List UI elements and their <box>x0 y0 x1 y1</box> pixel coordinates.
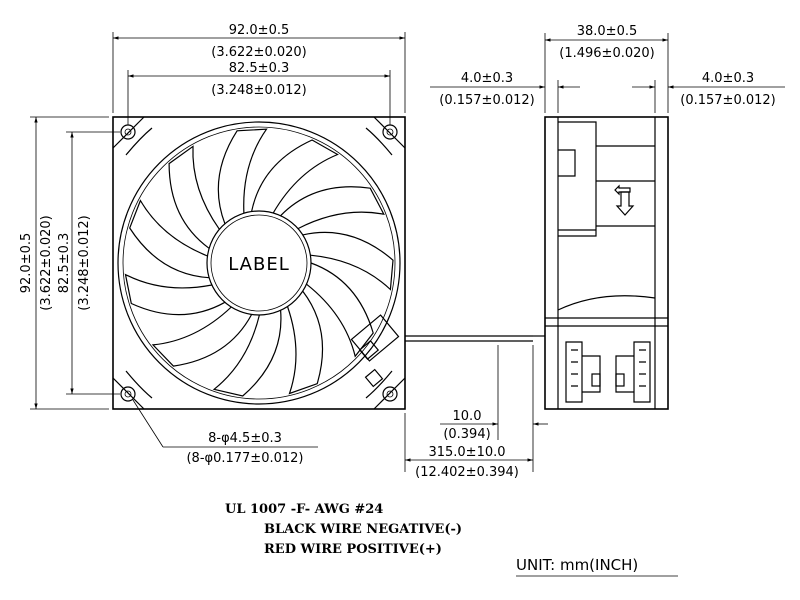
fan-blade <box>124 273 226 316</box>
svg-text:(3.622±0.020): (3.622±0.020) <box>39 215 54 310</box>
svg-text:92.0±0.5: 92.0±0.5 <box>229 23 290 38</box>
fan-blade <box>129 199 210 279</box>
fan-frame-outline <box>112 116 406 410</box>
svg-text:4.0±0.3: 4.0±0.3 <box>702 71 754 86</box>
fan-blade <box>212 310 282 397</box>
side-view: 38.0±0.5 (1.496±0.020) 4.0±0.3 (0.157±0.… <box>430 24 785 410</box>
fan-blades <box>124 128 394 397</box>
airflow-arrow-icon <box>614 184 635 216</box>
svg-text:(8-φ0.177±0.012): (8-φ0.177±0.012) <box>186 451 303 466</box>
wire-exit <box>350 314 545 388</box>
dim-hole-pitch: 82.5±0.3 (3.248±0.012) <box>127 61 391 125</box>
svg-text:315.0±10.0: 315.0±10.0 <box>428 445 505 460</box>
svg-text:(0.394): (0.394) <box>443 427 490 442</box>
fan-blade <box>302 231 394 291</box>
unit-note: UNIT: mm(INCH) <box>516 556 678 577</box>
fan-blade <box>168 145 220 249</box>
svg-text:4.0±0.3: 4.0±0.3 <box>461 71 513 86</box>
dim-height-total: 92.0±0.5 (3.622±0.020) <box>19 116 109 410</box>
svg-text:(1.496±0.020): (1.496±0.020) <box>559 46 654 61</box>
wire-notes: UL 1007 -F- AWG #24 BLACK WIRE NEGATIVE(… <box>225 502 462 557</box>
side-upper-recess <box>558 121 655 237</box>
svg-text:(12.402±0.394): (12.402±0.394) <box>415 465 519 480</box>
fan-blade <box>251 139 339 214</box>
svg-text:(3.622±0.020): (3.622±0.020) <box>211 45 306 60</box>
svg-text:8-φ4.5±0.3: 8-φ4.5±0.3 <box>208 431 282 446</box>
svg-text:38.0±0.5: 38.0±0.5 <box>577 24 638 39</box>
fan-blade <box>306 262 374 358</box>
side-outline <box>544 116 669 410</box>
fan-blade <box>286 290 324 395</box>
dim-hole-pitch-v: 82.5±0.3 (3.248±0.012) <box>57 131 120 395</box>
dim-holes-leader: 8-φ4.5±0.3 (8-φ0.177±0.012) <box>132 399 318 466</box>
svg-text:10.0: 10.0 <box>453 409 482 424</box>
dim-width-total: 92.0±0.5 (3.622±0.020) <box>112 23 406 113</box>
svg-text:UNIT: mm(INCH): UNIT: mm(INCH) <box>516 556 638 574</box>
fan-blade-ring <box>117 121 401 405</box>
svg-text:UL 1007 -F- AWG #24: UL 1007 -F- AWG #24 <box>225 502 383 517</box>
svg-text:BLACK WIRE NEGATIVE(-): BLACK WIRE NEGATIVE(-) <box>264 522 462 537</box>
wire-dimensions: 10.0 (0.394) 315.0±10.0 (12.402±0.394) <box>404 345 548 480</box>
frame-corner-struts <box>112 116 406 410</box>
svg-text:92.0±0.5: 92.0±0.5 <box>19 233 34 294</box>
dim-flange-left: 4.0±0.3 (0.157±0.012) <box>430 71 580 113</box>
svg-text:(3.248±0.012): (3.248±0.012) <box>77 215 92 310</box>
fan-blade <box>280 186 385 230</box>
dim-flange-right: 4.0±0.3 (0.157±0.012) <box>632 71 785 113</box>
svg-text:RED WIRE POSITIVE(+): RED WIRE POSITIVE(+) <box>264 542 442 557</box>
svg-text:(0.157±0.012): (0.157±0.012) <box>439 93 534 108</box>
front-view: LABEL 92.0±0.5 (3.622±0.020) <box>19 23 545 466</box>
dim-depth: 38.0±0.5 (1.496±0.020) <box>544 24 669 113</box>
fan-blade <box>217 128 268 224</box>
fan-blade <box>151 306 253 367</box>
fan-hub <box>206 210 312 316</box>
hub-label: LABEL <box>228 254 290 275</box>
svg-text:82.5±0.3: 82.5±0.3 <box>57 233 72 294</box>
svg-text:(0.157±0.012): (0.157±0.012) <box>680 93 775 108</box>
svg-text:82.5±0.3: 82.5±0.3 <box>229 61 290 76</box>
side-connector <box>565 341 651 403</box>
svg-text:(3.248±0.012): (3.248±0.012) <box>211 83 306 98</box>
